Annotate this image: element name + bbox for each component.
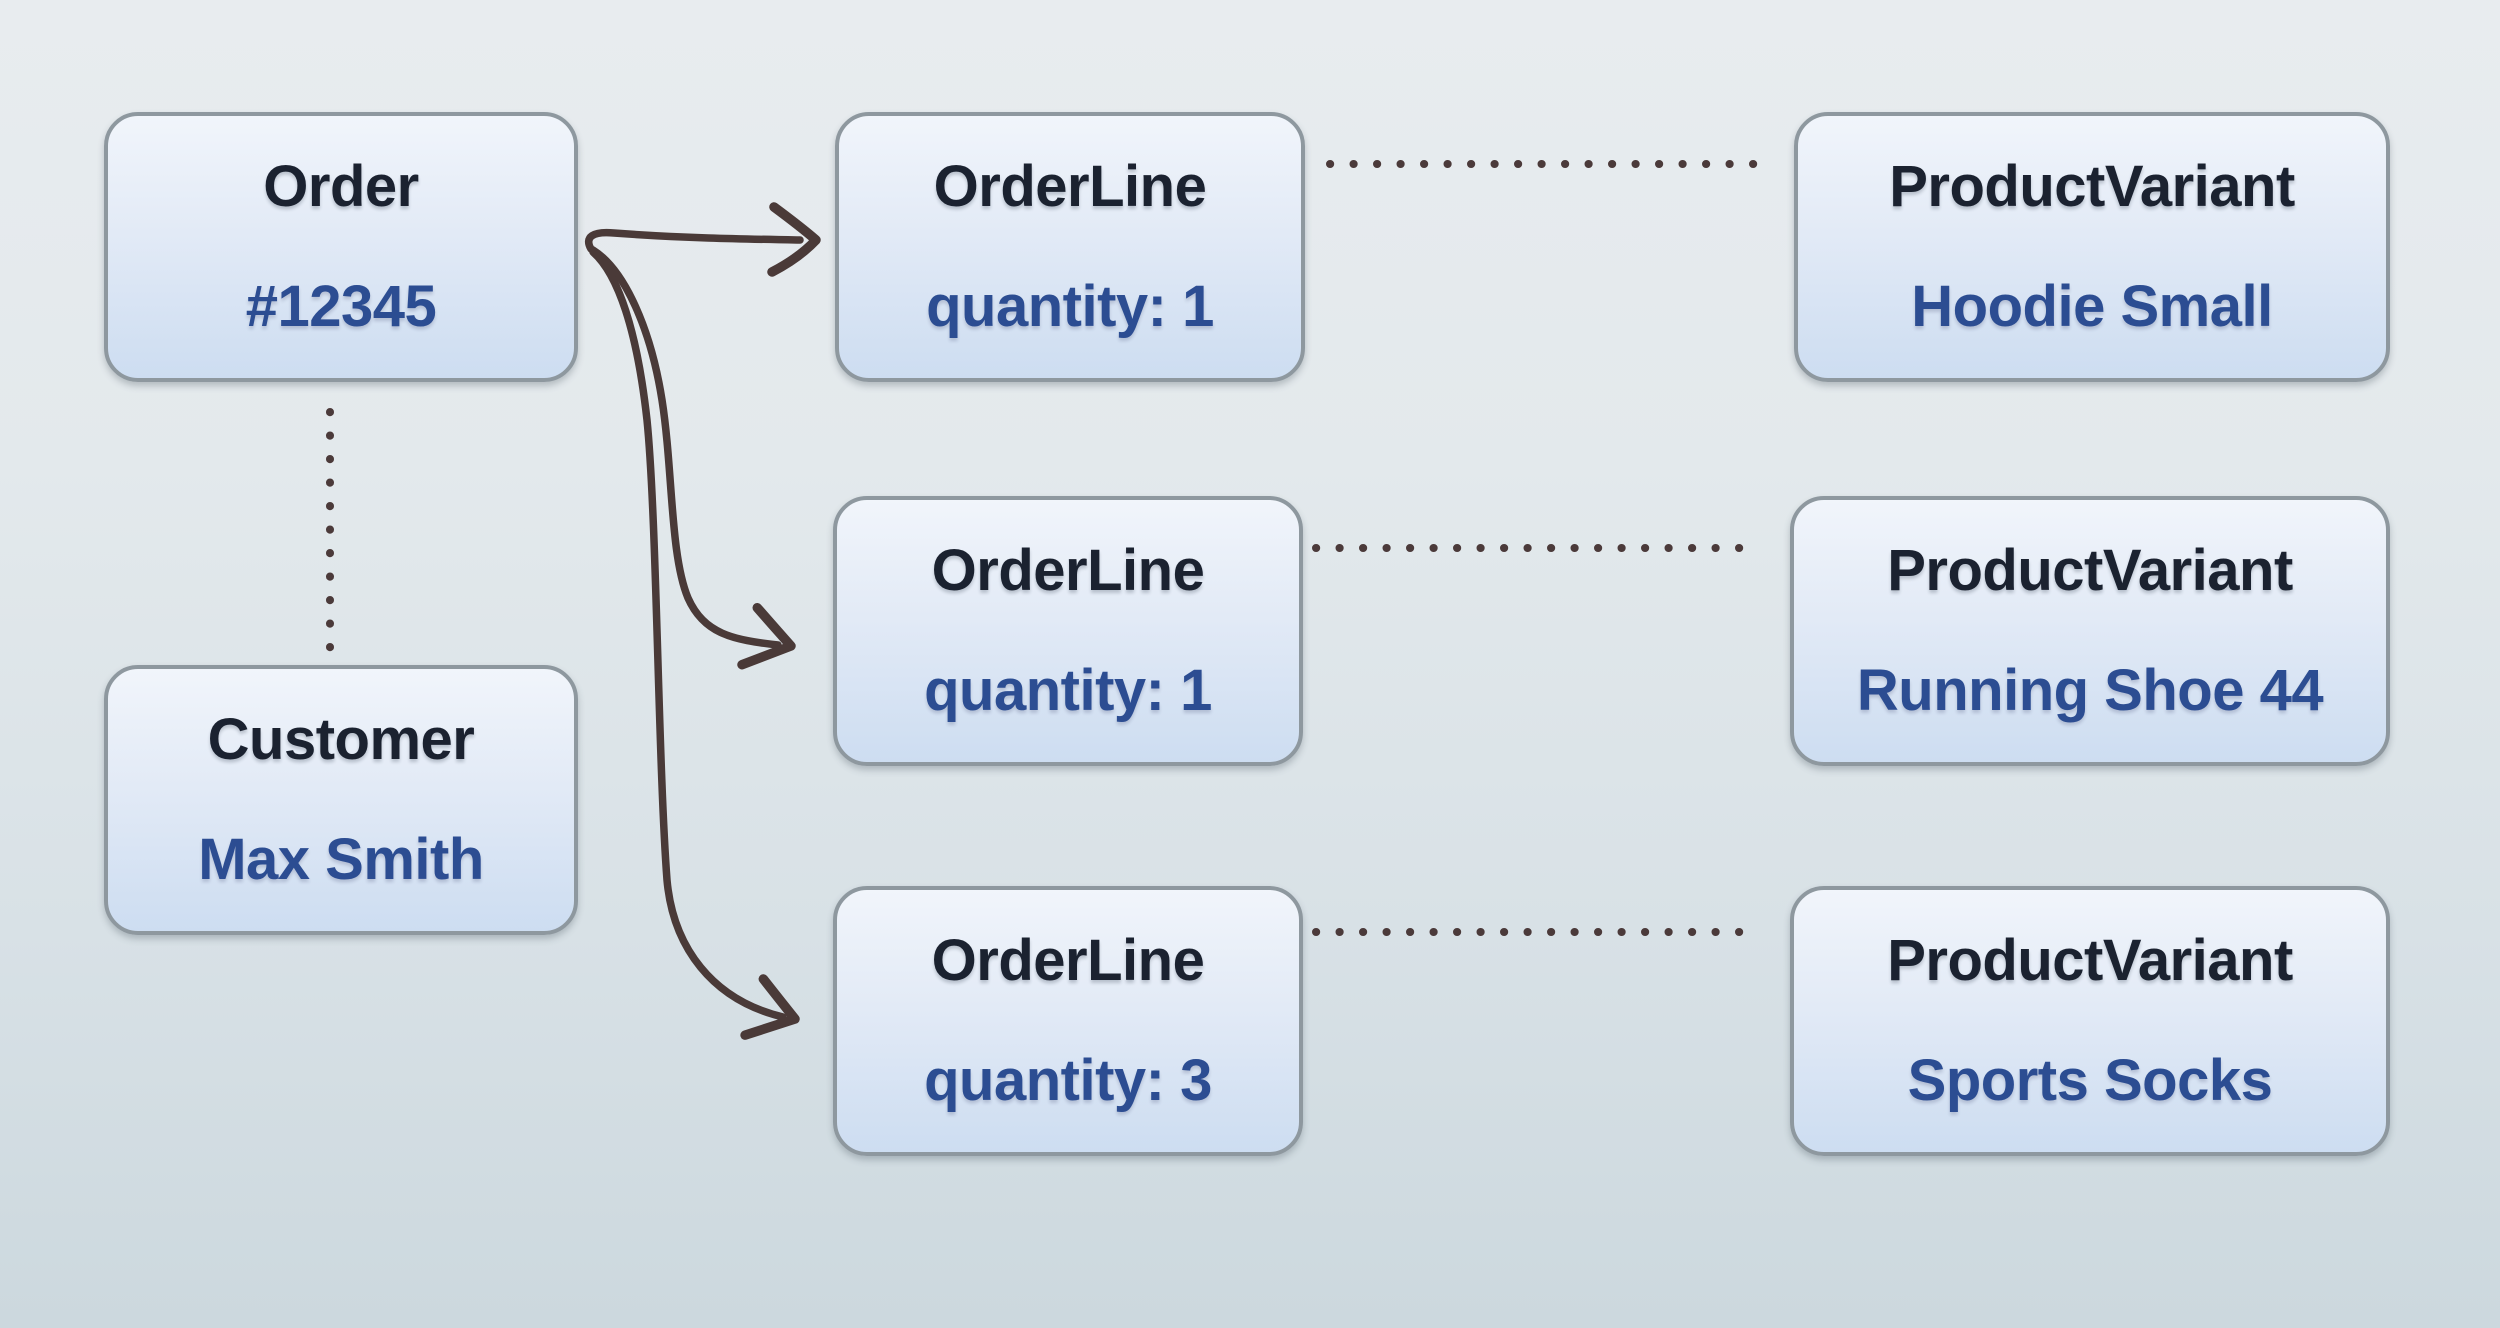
order-orderline1-arrow (584, 202, 821, 277)
node-productvariant-3-value: Sports Socks (1907, 1048, 2273, 1113)
node-productvariant-2: ProductVariant Running Shoe 44 (1790, 496, 2390, 766)
node-productvariant-1: ProductVariant Hoodie Small (1794, 112, 2390, 382)
node-productvariant-1-title: ProductVariant (1889, 154, 2295, 219)
node-productvariant-2-value: Running Shoe 44 (1856, 658, 2324, 723)
order-orderline2-arrow (589, 246, 796, 670)
node-orderline-3-title: OrderLine (931, 928, 1205, 993)
node-orderline-1: OrderLine quantity: 1 (835, 112, 1305, 382)
node-productvariant-1-value: Hoodie Small (1911, 274, 2273, 339)
node-order-value: #12345 (245, 274, 437, 339)
node-orderline-2-value: quantity: 1 (924, 658, 1212, 723)
node-orderline-3-value: quantity: 3 (924, 1048, 1212, 1113)
node-productvariant-3-title: ProductVariant (1887, 928, 2293, 993)
node-orderline-2-title: OrderLine (931, 538, 1205, 603)
node-orderline-3: OrderLine quantity: 3 (833, 886, 1303, 1156)
node-orderline-1-title: OrderLine (933, 154, 1207, 219)
node-order-title: Order (263, 154, 419, 219)
node-orderline-1-value: quantity: 1 (926, 274, 1214, 339)
node-customer-value: Max Smith (198, 827, 484, 892)
node-productvariant-2-title: ProductVariant (1887, 538, 2293, 603)
node-orderline-2: OrderLine quantity: 1 (833, 496, 1303, 766)
node-customer: Customer Max Smith (104, 665, 578, 935)
node-order: Order #12345 (104, 112, 578, 382)
node-customer-title: Customer (207, 707, 475, 772)
order-orderline3-arrow (589, 248, 800, 1040)
node-productvariant-3: ProductVariant Sports Socks (1790, 886, 2390, 1156)
